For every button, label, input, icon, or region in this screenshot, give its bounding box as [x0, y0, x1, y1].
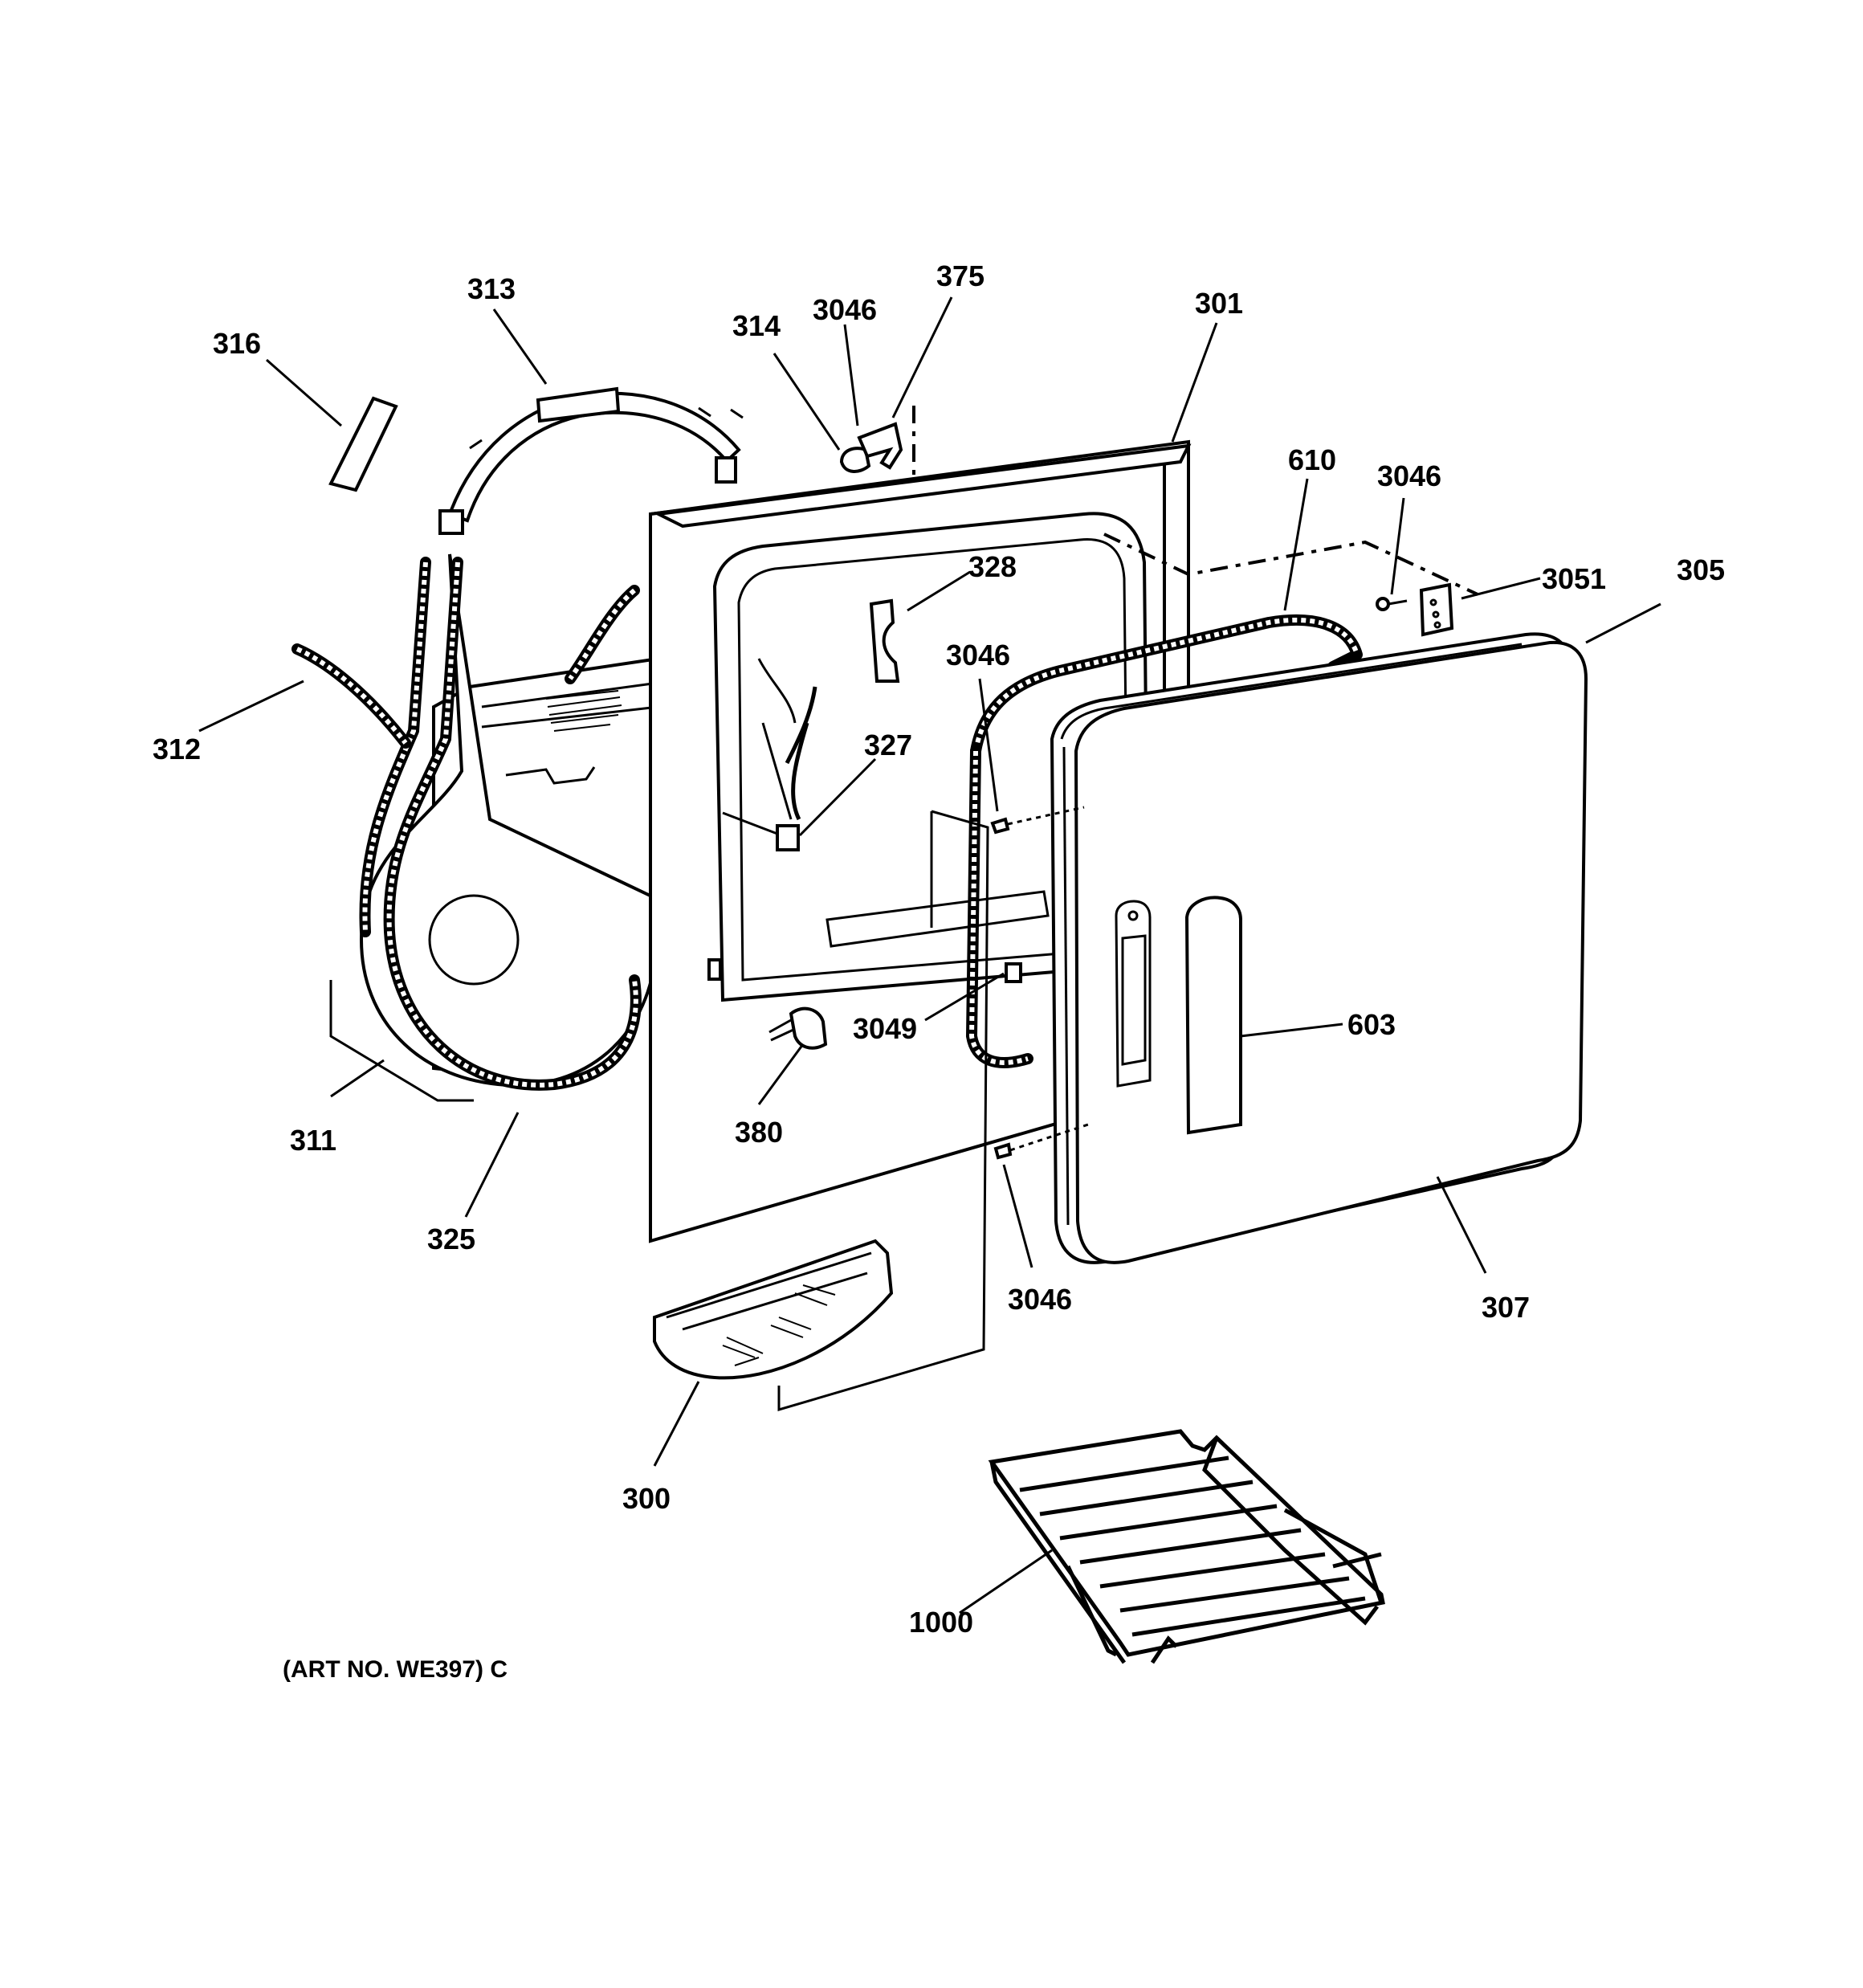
part-327-switch — [722, 686, 817, 851]
part-311-front-duct — [359, 553, 661, 1088]
filter-slot-bracket — [777, 810, 989, 1412]
duct-screen-hatch — [545, 690, 622, 732]
part-305-outer-door — [1074, 640, 1588, 1264]
part-313-upper-bracket — [438, 386, 744, 535]
part-1000-drying-rack — [988, 1429, 1385, 1664]
callout-314: 314 — [732, 309, 781, 342]
callout-312: 312 — [153, 733, 201, 765]
callout-3051: 3051 — [1542, 562, 1606, 595]
callout-3049: 3049 — [853, 1012, 917, 1045]
part-3046-screw-mid — [990, 806, 1085, 835]
part-375-hinge-pin — [857, 406, 915, 482]
callout-603: 603 — [1347, 1008, 1396, 1041]
part-316-strip — [328, 396, 398, 492]
part-3049-clip — [1005, 962, 1022, 983]
callout-3046-top: 3046 — [813, 293, 877, 326]
callout-labels: 313 316 314 3046 375 301 610 3046 3051 3… — [153, 259, 1725, 1639]
callout-307: 307 — [1482, 1291, 1530, 1324]
callout-301: 301 — [1195, 287, 1243, 320]
part-312-hose — [291, 585, 640, 749]
leader-lines — [198, 296, 1661, 1614]
callout-325: 325 — [427, 1223, 475, 1255]
callout-3046-right: 3046 — [1377, 459, 1441, 492]
callout-313: 313 — [467, 272, 516, 305]
callout-311: 311 — [290, 1124, 336, 1157]
callout-327: 327 — [864, 729, 912, 761]
callout-610: 610 — [1288, 443, 1336, 476]
callout-380: 380 — [735, 1116, 783, 1149]
part-328-bracket — [869, 598, 900, 683]
callout-3046-bottom: 3046 — [1008, 1283, 1072, 1316]
part-300-lint-filter — [653, 1239, 894, 1380]
callout-375: 375 — [936, 259, 984, 292]
part-3051-strike — [1419, 582, 1454, 637]
assembly-dash-line — [1103, 533, 1478, 596]
callout-305: 305 — [1677, 553, 1725, 586]
filter-screen-hatch — [722, 1284, 836, 1366]
callout-328: 328 — [968, 550, 1017, 583]
part-3046-screw-right — [1376, 597, 1408, 611]
callout-1000: 1000 — [909, 1606, 973, 1639]
art-number-caption: (ART NO. WE397) C — [283, 1656, 508, 1683]
callout-3046-mid: 3046 — [946, 639, 1010, 672]
part-380-knob — [768, 1006, 828, 1050]
callout-316: 316 — [213, 327, 261, 360]
part-301-front-panel — [649, 439, 1192, 1243]
callout-300: 300 — [622, 1482, 671, 1515]
part-3046-screw-bottom — [993, 1123, 1089, 1160]
